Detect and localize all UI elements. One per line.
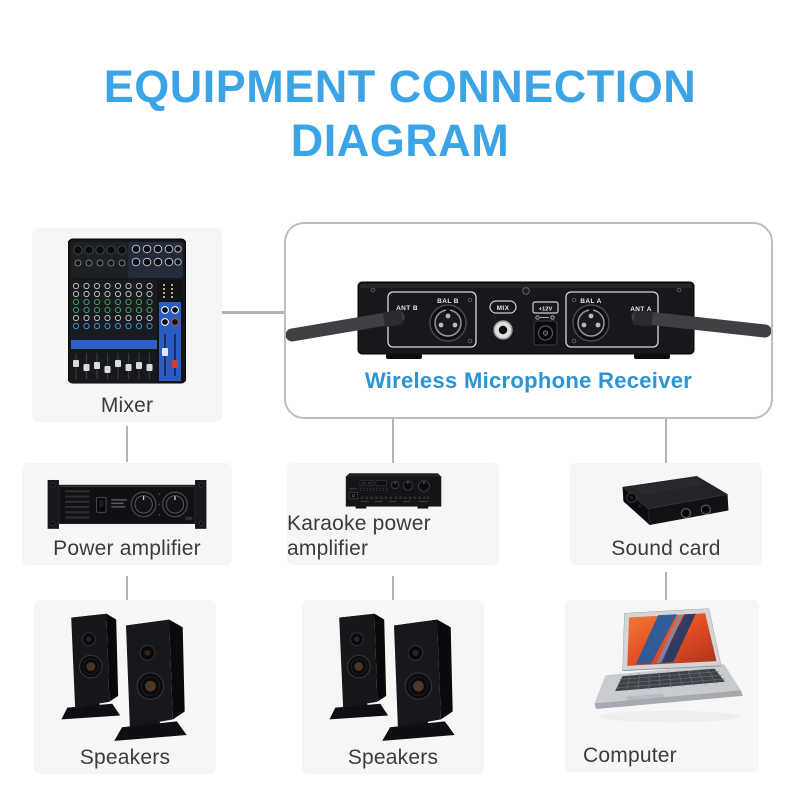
port-label-ant-a: ANT A (630, 306, 652, 313)
power-amplifier-label: Power amplifier (53, 536, 201, 560)
connector-power-amplifier-to-speakers (126, 576, 128, 600)
device-power-amplifier: Power amplifier (22, 463, 232, 565)
device-mixer: Mixer (32, 228, 222, 422)
device-computer: Computer (565, 600, 759, 772)
speakers-image-left (60, 613, 187, 741)
page-title-line2: DIAGRAM (290, 115, 510, 166)
connector-karaoke-amplifier-to-speakers (392, 576, 394, 600)
connector-mixer-to-power-amplifier (126, 426, 128, 462)
connector-receiver-to-sound-card (665, 419, 667, 463)
device-speakers-left: Speakers (34, 600, 216, 774)
device-karaoke-amplifier: Karaoke power amplifier (287, 463, 499, 565)
page-title: EQUIPMENT CONNECTION DIAGRAM (0, 60, 800, 168)
power-amplifier-image (47, 479, 207, 529)
device-sound-card: Sound card (570, 463, 762, 565)
karaoke-knobs (391, 480, 430, 492)
connector-mixer-to-receiver (218, 311, 284, 314)
speakers-image-center (328, 613, 455, 741)
karaoke-power-button (348, 492, 359, 500)
sound-card-jacks (680, 504, 711, 519)
speakers-center-label: Speakers (347, 745, 439, 769)
port-label-bal-b: BAL B (437, 298, 459, 305)
port-label-bal-a: BAL A (580, 298, 602, 305)
port-label-12v: +12V (539, 307, 553, 313)
connector-sound-card-to-computer (665, 572, 667, 600)
wireless-receiver-image: ANT B BAL B MIX +12V BAL A ANT A (286, 281, 771, 359)
page-title-line1: EQUIPMENT CONNECTION (103, 61, 697, 112)
mixer-image (68, 238, 186, 384)
volume-knobs (130, 491, 188, 518)
device-speakers-center: Speakers (302, 600, 484, 774)
port-label-mix: MIX (497, 305, 510, 312)
antenna-cable-right (631, 310, 771, 338)
speakers-left-label: Speakers (79, 745, 171, 769)
computer-label: Computer (583, 743, 677, 767)
connector-receiver-to-karaoke-amplifier (392, 419, 394, 463)
mixer-label: Mixer (100, 393, 154, 417)
receiver-panel: ANT B BAL B MIX +12V BAL A ANT A Wireles… (284, 222, 773, 419)
computer-image (594, 608, 743, 723)
antenna-cable-left (286, 310, 405, 342)
sound-card-image (622, 476, 729, 525)
port-label-ant-b: ANT B (396, 305, 418, 312)
karaoke-amplifier-image (345, 473, 442, 509)
karaoke-amplifier-label: Karaoke power amplifier (287, 511, 431, 560)
sound-card-label: Sound card (611, 536, 721, 560)
receiver-label: Wireless Microphone Receiver (364, 368, 693, 393)
panel-screw (522, 287, 530, 295)
